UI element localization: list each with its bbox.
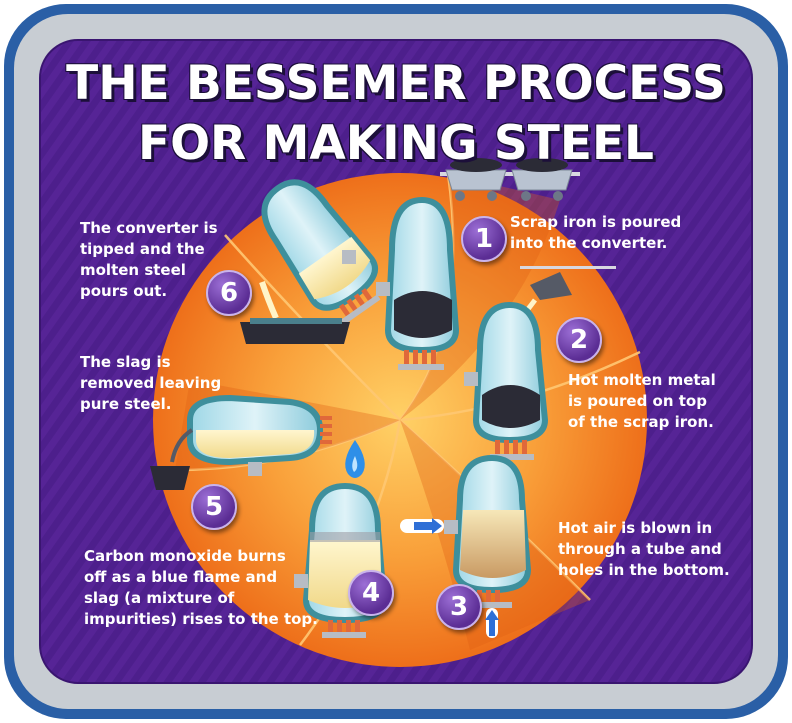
- step-caption-1: Scrap iron is poured into the converter.: [510, 213, 682, 252]
- mold-tray-icon: [240, 318, 350, 344]
- converter-6: [259, 179, 381, 325]
- converter-2: [464, 301, 549, 460]
- step-number-3: 3: [436, 584, 482, 630]
- step-number-4: 4: [348, 570, 394, 616]
- title-line-1: THE BESSEMER PROCESS: [66, 56, 726, 111]
- step-number-6: 6: [206, 270, 252, 316]
- air-arrow-icon: [400, 518, 499, 638]
- slag-bucket-icon: [150, 466, 190, 490]
- step-caption-2: Hot molten metal is poured on top of the…: [568, 371, 716, 431]
- step-caption-5: The slag is removed leaving pure steel.: [80, 353, 222, 413]
- step-number-1: 1: [461, 216, 507, 262]
- step-number-2: 2: [556, 317, 602, 363]
- title-line-2: FOR MAKING STEEL: [137, 116, 654, 171]
- step-caption-6: The converter is tipped and the molten s…: [80, 219, 218, 300]
- step-caption-3: Hot air is blown in through a tube and h…: [558, 519, 730, 579]
- step-number-5: 5: [191, 484, 237, 530]
- converter-1: [376, 196, 460, 370]
- blue-flame-icon: [345, 440, 365, 478]
- converter-5: [170, 394, 332, 476]
- step-caption-4: Carbon monoxide burns off as a blue flam…: [84, 547, 318, 628]
